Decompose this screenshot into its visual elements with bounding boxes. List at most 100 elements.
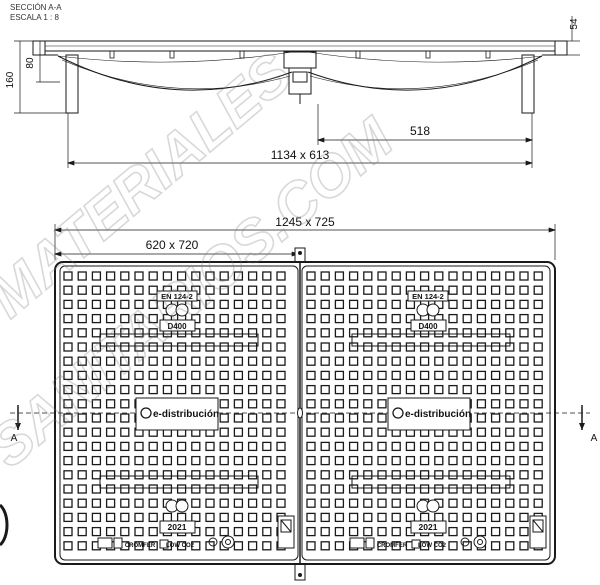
grid-square (219, 470, 229, 480)
grid-square (448, 356, 458, 366)
grid-square (91, 512, 102, 523)
grid-square (219, 441, 229, 452)
grid-square (519, 526, 529, 537)
grid-square (391, 285, 401, 295)
grid-square (519, 441, 529, 452)
grid-square (348, 285, 359, 295)
grid-square (233, 526, 244, 537)
grid-square (148, 328, 158, 338)
dim-outer-size: 1245 x 725 (275, 215, 335, 229)
grid-square (120, 313, 130, 324)
grid-square (148, 299, 158, 310)
frame-leg-left (65, 54, 79, 114)
grid-square (276, 427, 286, 437)
grid-square (162, 512, 173, 523)
grid-square (505, 512, 515, 523)
grid-square (320, 271, 330, 281)
grid-square (505, 285, 515, 295)
grid-square (233, 455, 244, 466)
grid-square (262, 512, 272, 523)
grid-square (533, 356, 543, 366)
grid-square (490, 512, 501, 523)
grid-square (219, 455, 229, 466)
grid-square (77, 484, 87, 494)
grid-square (134, 299, 144, 310)
frame-right-edge (554, 40, 568, 56)
grid-square (363, 342, 373, 352)
grid-square (120, 512, 130, 523)
grid-square (377, 455, 387, 466)
grid-square (247, 271, 258, 281)
grid-square (490, 328, 501, 338)
grid-square (448, 313, 458, 324)
grid-square (219, 526, 229, 537)
grid-square (191, 313, 201, 324)
grid-square (320, 512, 330, 523)
grid-square (219, 285, 229, 295)
grid-square (77, 427, 87, 437)
grid-square (377, 342, 387, 352)
grid-square (191, 512, 201, 523)
grid-square (306, 441, 316, 452)
grid-square (391, 484, 401, 494)
grid-square (505, 271, 515, 281)
grid-square (191, 441, 201, 452)
section-view (32, 40, 568, 114)
grid-square (247, 285, 258, 295)
grid-square (462, 441, 472, 452)
grid-square (519, 313, 529, 324)
grid-square (306, 328, 316, 338)
grid-square (334, 484, 345, 494)
grid-square (63, 328, 73, 338)
grid-square (191, 370, 201, 381)
grid-square (276, 313, 286, 324)
grid-square (63, 498, 73, 508)
material-mark-left: CROMFER (125, 543, 156, 549)
grid-square (276, 299, 286, 310)
grid-square (176, 512, 187, 523)
grid-square (334, 427, 345, 437)
grid-square (363, 356, 373, 366)
section-title-block: SECCIÓN A-A ESCALA 1 : 8 (10, 3, 62, 23)
grid-square (505, 541, 515, 551)
grid-square (105, 427, 116, 437)
grid-square (533, 313, 543, 324)
grid-square (134, 271, 144, 281)
grid-square (105, 356, 116, 366)
grid-square (120, 384, 130, 395)
grid-square (233, 342, 244, 352)
grid-square (276, 285, 286, 295)
grid-square (334, 455, 345, 466)
grid-square (448, 541, 458, 551)
grid-square (105, 399, 116, 409)
grid-square (77, 455, 87, 466)
brand-plate-left (135, 397, 219, 431)
grid-square (262, 285, 272, 295)
grid-square (334, 313, 345, 324)
grid-square (448, 384, 458, 395)
grid-square (247, 299, 258, 310)
grid-square (91, 455, 102, 466)
grid-square (105, 384, 116, 395)
frame-leg-right (521, 54, 535, 114)
grid-square (162, 441, 173, 452)
grid-square (519, 299, 529, 310)
grid-square (377, 498, 387, 508)
grid-square (176, 342, 187, 352)
grid-square (247, 384, 258, 395)
grid-square (176, 271, 187, 281)
grid-square (205, 470, 215, 480)
grid-square (247, 470, 258, 480)
grid-square (148, 384, 158, 395)
grid-square (120, 441, 130, 452)
grid-square (162, 470, 173, 480)
grid-square (462, 299, 472, 310)
grid-square (276, 455, 286, 466)
grid-square (77, 441, 87, 452)
grid-square (262, 441, 272, 452)
grid-square (405, 384, 416, 395)
grid-square (434, 271, 444, 281)
grid-square (320, 356, 330, 366)
grid-square (219, 427, 229, 437)
